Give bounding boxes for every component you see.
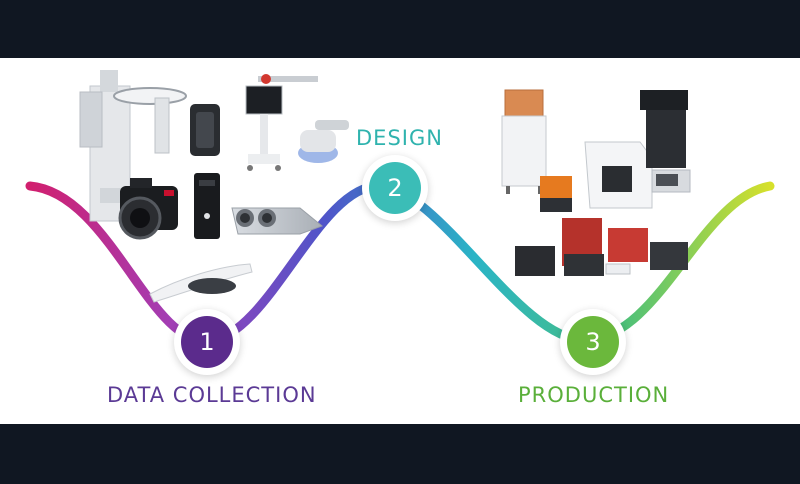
stage-2-label: DESIGN <box>356 126 443 150</box>
furnace-icon <box>640 90 691 193</box>
stage-3-number: 3 <box>567 316 619 368</box>
bottom-letterbox-bar <box>0 424 800 484</box>
workflow-scene <box>25 70 775 346</box>
stage-3-label: PRODUCTION <box>518 383 670 407</box>
scanner-tower-icon <box>194 173 220 239</box>
stage-3-node: 3 <box>560 309 626 375</box>
stage-1-node: 1 <box>174 309 240 375</box>
dslr-camera-icon <box>118 178 178 240</box>
stage-2-node: 2 <box>362 155 428 221</box>
milling-machine-icon <box>584 141 653 209</box>
face-scanner-icon <box>231 207 323 235</box>
printer-array-icon <box>515 218 688 276</box>
stage-1-number: 1 <box>181 316 233 368</box>
stage-2-number: 2 <box>369 162 421 214</box>
3d-printer-small-icon <box>540 176 572 212</box>
stage-1-label: DATA COLLECTION <box>107 383 317 407</box>
top-letterbox-bar <box>0 0 800 58</box>
cart-scanner-icon <box>245 74 318 171</box>
workflow-diagram: 1 2 3 DATA COLLECTION DESIGN PRODUCTION <box>0 58 800 424</box>
intraoral-scanner-icon <box>149 263 253 303</box>
desktop-scanner-icon <box>190 104 220 156</box>
3d-printer-tall-icon <box>501 89 547 194</box>
lab-scanner-icon <box>298 120 349 163</box>
